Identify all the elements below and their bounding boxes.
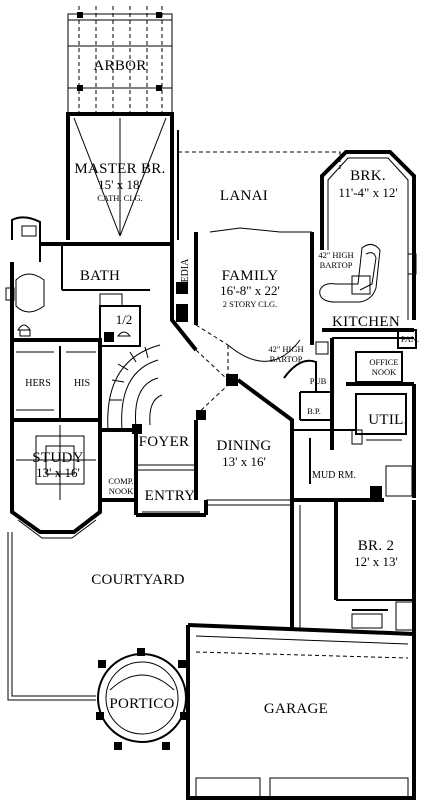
- label-bartop-a-1: 42" HIGH: [318, 250, 353, 260]
- label-study: STUDY: [32, 450, 84, 466]
- label-master-bedroom: MASTER BR.: [74, 161, 165, 177]
- bedroom-2-walls: [334, 500, 416, 634]
- label-bath: BATH: [80, 268, 120, 284]
- label-lanai: LANAI: [220, 188, 268, 204]
- label-bedroom-2-size: 12' x 13': [354, 554, 398, 569]
- label-breakfast-size: 11'-4" x 12': [338, 185, 397, 200]
- label-butler-pantry: B.P.: [307, 406, 321, 416]
- office-utility-walls: [346, 351, 416, 498]
- label-kitchen: KITCHEN: [332, 314, 400, 330]
- label-portico: PORTICO: [109, 696, 174, 712]
- label-bartop-b-1: 42" HIGH: [268, 344, 303, 354]
- family-room-walls: [170, 227, 314, 362]
- label-foyer: FOYER: [139, 434, 190, 450]
- study-walls: [10, 418, 138, 539]
- label-half-bath: 1/2: [116, 312, 133, 327]
- kitchen-island: [315, 244, 417, 355]
- label-bartop-b-2: BARTOP: [270, 354, 303, 364]
- courtyard-walls: [7, 500, 336, 701]
- label-comp-1: COMP.: [108, 476, 133, 486]
- label-breakfast: BRK.: [350, 168, 386, 184]
- label-family: FAMILY: [222, 268, 279, 284]
- label-comp-2: NOOK: [109, 486, 134, 496]
- label-pantry: PAN.: [401, 334, 419, 344]
- label-mud-room: MUD RM.: [312, 470, 356, 481]
- label-family-note: 2 STORY CLG.: [223, 299, 278, 309]
- label-family-size: 16'-8" x 22': [220, 283, 280, 298]
- label-garage: GARAGE: [264, 701, 328, 717]
- foyer-dining-walls: [136, 345, 294, 506]
- label-utility: UTIL.: [368, 412, 407, 428]
- label-master-note: CATH. CLG.: [97, 193, 143, 203]
- label-dining: DINING: [216, 438, 271, 454]
- curved-staircase: [100, 344, 163, 434]
- breakfast-nook-walls: [320, 150, 417, 320]
- label-entry: ENTRY: [145, 488, 196, 504]
- entry-walls: [136, 500, 208, 517]
- label-study-size: 13' x 16': [36, 465, 80, 480]
- master-bedroom-walls: [66, 112, 179, 240]
- label-media: MEDIA: [180, 258, 191, 292]
- label-pub: PUB: [310, 376, 327, 386]
- label-his: HIS: [74, 378, 90, 389]
- label-arbor: ARBOR: [93, 58, 146, 74]
- label-master-size: 15' x 18': [98, 177, 142, 192]
- label-hers: HERS: [25, 378, 51, 389]
- label-bartop-a-2: BARTOP: [320, 260, 353, 270]
- label-office-1: OFFICE: [369, 357, 398, 367]
- label-bedroom-2: BR. 2: [358, 538, 395, 554]
- garage-walls: [186, 623, 416, 800]
- half-bath-walls: [99, 305, 141, 347]
- label-office-2: NOOK: [372, 367, 397, 377]
- label-courtyard: COURTYARD: [91, 572, 184, 588]
- lanai-area: [177, 151, 341, 230]
- label-dining-size: 13' x 16': [222, 454, 266, 469]
